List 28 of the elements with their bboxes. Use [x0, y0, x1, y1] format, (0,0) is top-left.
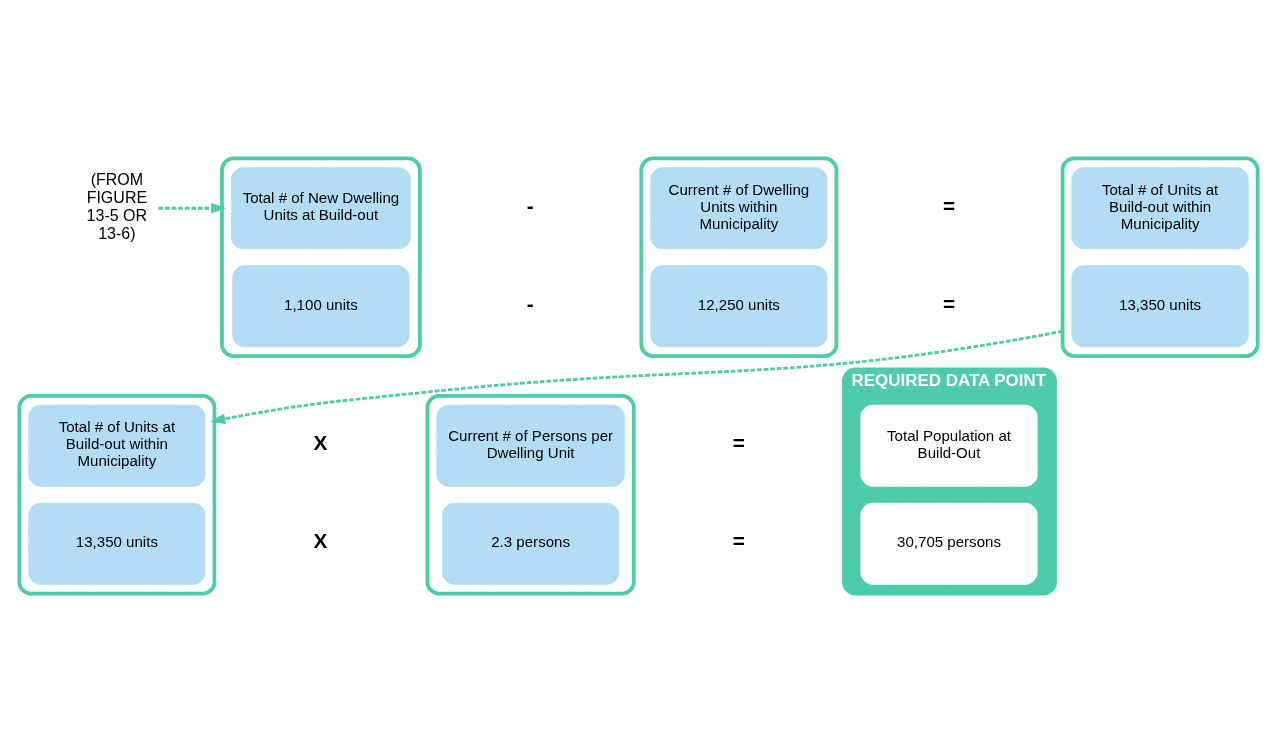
arrow: [210, 329, 1063, 424]
node-box: 30,705 persons: [860, 502, 1038, 585]
arrow: [158, 202, 227, 214]
cluster: [639, 155, 839, 358]
node-box: Current # of Persons per Dwelling Unit: [436, 404, 625, 487]
label: =: [732, 528, 745, 552]
node-box: Total # of Units at Build-out within Municipality: [28, 404, 206, 487]
label: =: [942, 291, 955, 315]
label: X: [313, 430, 328, 454]
label: -: [526, 291, 534, 315]
node-box: 13,350 units: [28, 502, 206, 585]
node-box: 13,350 units: [1071, 264, 1249, 347]
label: =: [732, 430, 745, 454]
cluster: [220, 155, 422, 358]
node-box: Current # of Dwelling Units within Municipality: [650, 166, 828, 249]
cluster: [425, 393, 636, 596]
cluster: [1060, 155, 1260, 358]
node-box: 1,100 units: [232, 264, 410, 347]
cluster: [17, 393, 217, 596]
node-box: Total # of Units at Build-out within Municipality: [1071, 166, 1249, 249]
node-box: 2.3 persons: [442, 502, 620, 585]
node-box: Total # of New Dwelling Units at Build-out: [230, 166, 411, 249]
node-text: (FROM FIGURE 13-5 OR 13-6): [86, 169, 148, 242]
label: -: [526, 193, 534, 217]
node-box: 12,250 units: [650, 264, 828, 347]
node-box: Total Population at Build-Out: [860, 404, 1038, 487]
label: X: [313, 528, 328, 552]
label: =: [942, 193, 955, 217]
